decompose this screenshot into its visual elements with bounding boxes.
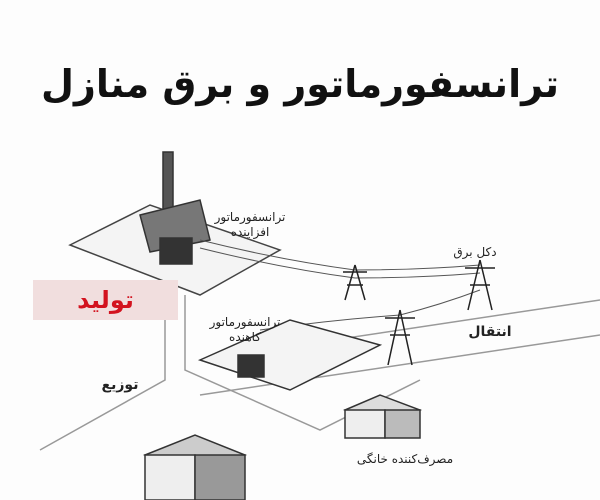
label-power-tower: دکل برق xyxy=(453,245,497,259)
label-transmission: انتقال xyxy=(468,324,512,340)
power-plant xyxy=(68,151,282,296)
power-tower xyxy=(343,259,495,366)
factory-building xyxy=(142,434,248,500)
house xyxy=(342,394,423,439)
label-step-up-transformer: ترانسفورماتور افزاینده xyxy=(214,210,286,239)
label-household-consumer: مصرف‌کننده خانگی xyxy=(356,452,454,466)
label-step-down-transformer: ترانسفورماتور کاهنده xyxy=(209,315,281,344)
diagram-title: ترانسفورماتور و برق منازل xyxy=(40,62,560,106)
label-generation: تولید xyxy=(33,280,178,320)
label-distribution: توزیع xyxy=(101,377,139,393)
substation xyxy=(197,319,383,391)
